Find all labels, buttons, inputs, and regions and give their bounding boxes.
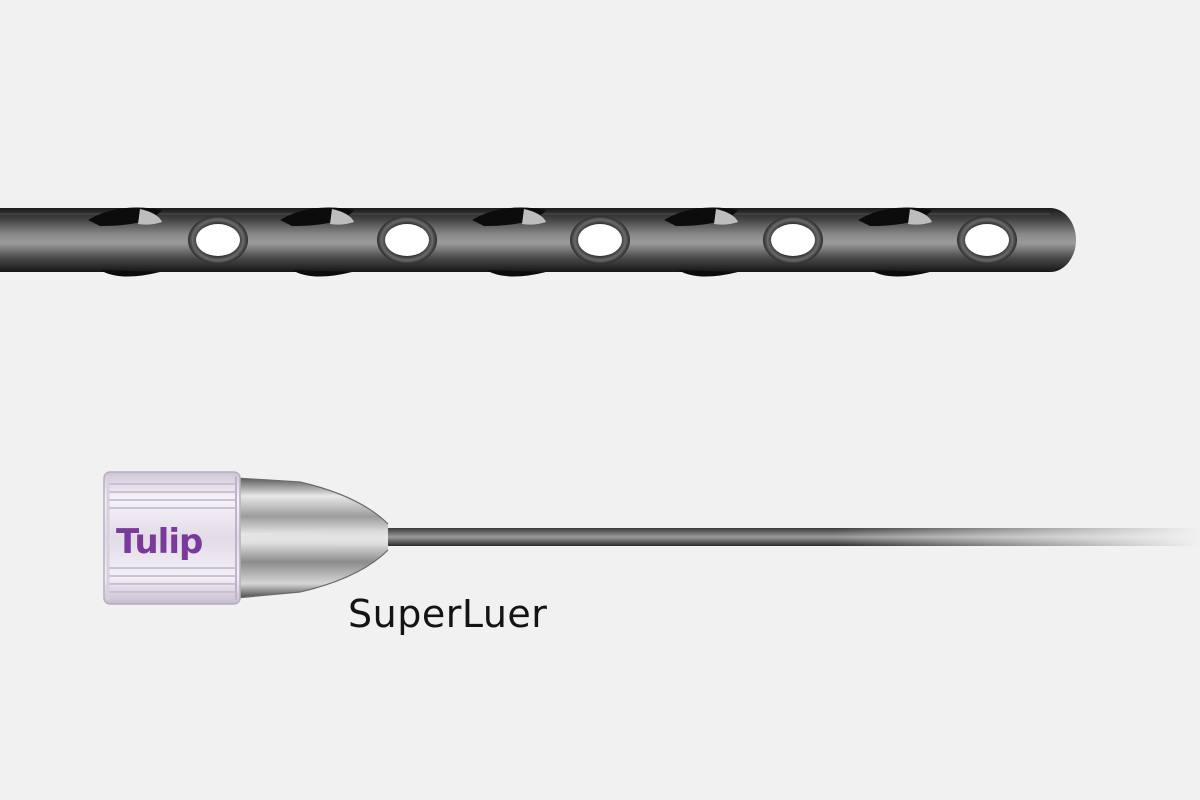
side-port (377, 216, 437, 264)
hub-body: Tulip (103, 471, 241, 605)
cannula-top-slots (88, 207, 932, 226)
product-name-label: SuperLuer (348, 592, 548, 636)
side-port (957, 216, 1017, 264)
thin-needle (385, 528, 1200, 546)
cannula-bottom-slots (100, 270, 930, 277)
side-port (188, 216, 248, 264)
hub-cone (235, 477, 389, 599)
side-port (763, 216, 823, 264)
cannula-side-ports (188, 216, 1017, 264)
hub-brand-logo: Tulip (116, 522, 202, 562)
side-port (570, 216, 630, 264)
